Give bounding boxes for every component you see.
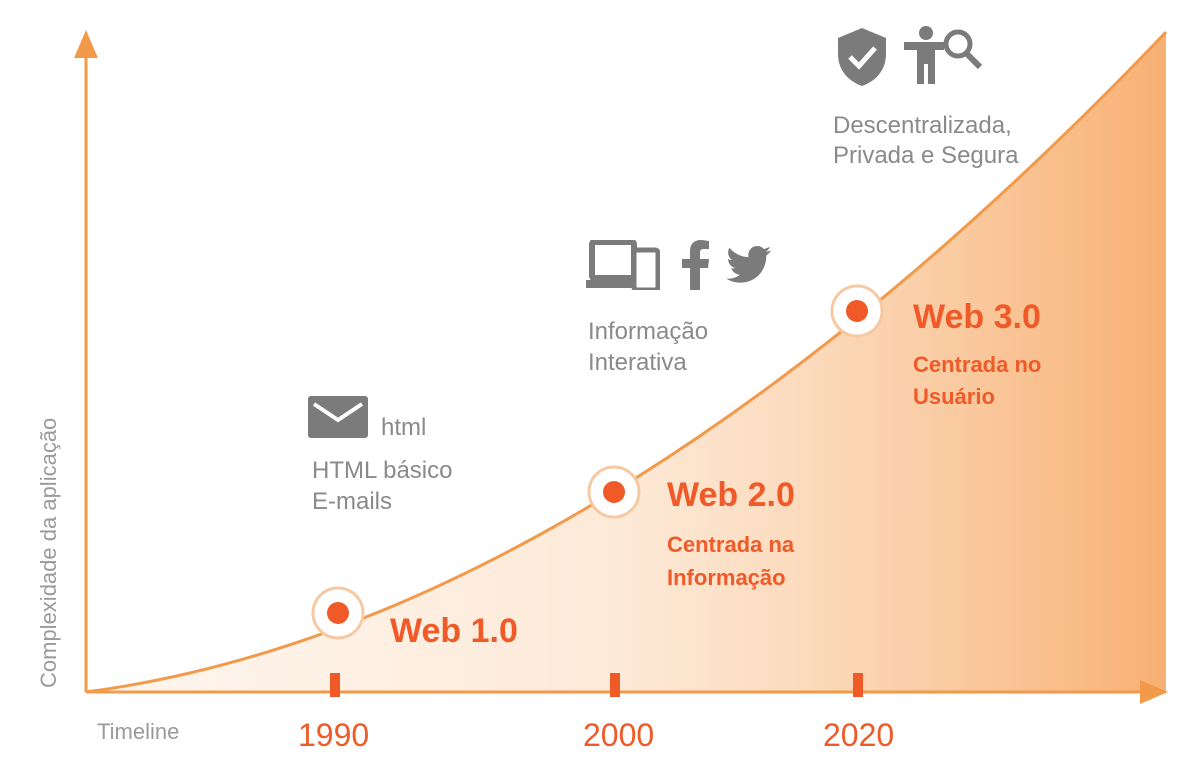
web3-subtitle-line1: Centrada no xyxy=(913,352,1042,377)
milestone-web2 xyxy=(587,465,641,519)
web1-desc-line2: E-mails xyxy=(312,488,393,515)
web2-subtitle-line2: Informação xyxy=(667,565,786,590)
year-label-2020: 2020 xyxy=(823,717,895,753)
web2-desc-line1: Informação xyxy=(588,318,709,345)
web1-icon-text: html xyxy=(381,414,427,441)
shield-check-icon xyxy=(838,28,886,86)
tick-1990 xyxy=(330,673,340,697)
mail-icon xyxy=(308,396,368,438)
web3-subtitle-line2: Usuário xyxy=(913,384,995,409)
growth-curve xyxy=(85,30,1168,694)
x-axis-arrow xyxy=(1140,680,1168,704)
era-title-web3: Web 3.0 xyxy=(913,298,1041,336)
x-axis-label: Timeline xyxy=(97,719,180,744)
person-search-icon xyxy=(904,26,982,84)
milestone-web1 xyxy=(311,586,365,640)
year-label-1990: 1990 xyxy=(298,717,370,753)
y-axis-label: Complexidade da aplicação xyxy=(36,417,61,688)
devices-icon xyxy=(586,240,660,290)
y-axis-arrow xyxy=(74,30,98,58)
milestone-web3 xyxy=(830,284,884,338)
web3-desc-line2: Privada e Segura xyxy=(833,142,1019,169)
tick-2020 xyxy=(853,673,863,697)
era-title-web2: Web 2.0 xyxy=(667,476,795,514)
tick-2000 xyxy=(610,673,620,697)
era-title-web1: Web 1.0 xyxy=(390,612,518,650)
curve-area xyxy=(86,32,1166,692)
web1-desc-line1: HTML básico xyxy=(312,457,453,484)
web2-subtitle-line1: Centrada na xyxy=(667,532,795,557)
facebook-icon xyxy=(682,240,709,290)
twitter-icon xyxy=(726,246,772,283)
web3-desc-line1: Descentralizada, xyxy=(833,112,1012,139)
web2-desc-line2: Interativa xyxy=(588,349,687,376)
year-label-2000: 2000 xyxy=(583,717,655,753)
